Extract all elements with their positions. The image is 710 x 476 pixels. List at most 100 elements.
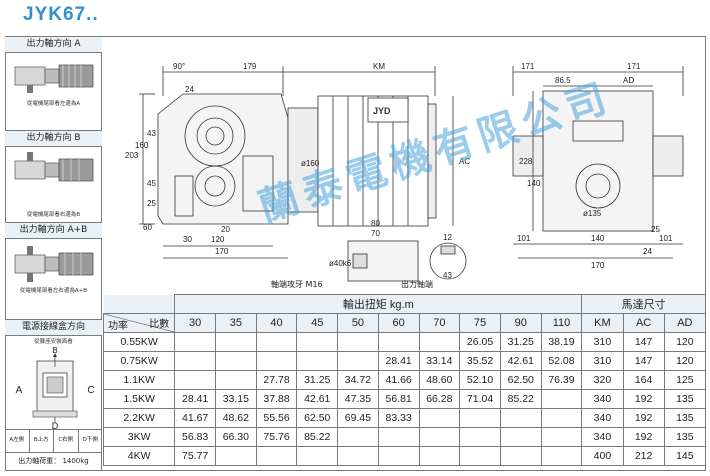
motor-thumb-ab: [14, 246, 94, 282]
dim-140-v: 140: [527, 179, 541, 188]
torque-cell: 27.78: [255, 370, 298, 390]
torque-cell: 56.83: [174, 427, 216, 447]
size-cell: 135: [663, 427, 707, 447]
torque-cell: 62.50: [296, 408, 339, 428]
dim-120: 120: [211, 235, 225, 244]
dim-12: 12: [443, 233, 452, 242]
torque-cell: [214, 351, 257, 371]
torque-cell: [540, 408, 583, 428]
power-label: 功率: [108, 321, 128, 332]
torque-cell: [459, 427, 501, 447]
dim-170-front: 170: [591, 261, 605, 270]
box-label-d: D: [52, 421, 59, 429]
power-cell: 0.75KW: [102, 351, 176, 371]
size-cell: 340: [581, 427, 624, 447]
ratio-power-cell: 比數 功率: [102, 313, 176, 333]
motor-badge: JYD: [373, 106, 391, 116]
power-cell: 2.2KW: [102, 408, 176, 428]
box-label-a: A: [16, 385, 23, 396]
torque-cell: [540, 389, 583, 409]
torque-cell: 66.28: [418, 389, 461, 409]
dim-ad: AD: [623, 76, 634, 85]
torque-cell: [459, 408, 501, 428]
ratio-col-35: 35: [214, 313, 257, 333]
side-caption-b: 從電機尾部看右邊為B: [26, 212, 81, 218]
torque-cell: [214, 446, 257, 466]
torque-cell: [540, 446, 583, 466]
torque-cell: [499, 446, 542, 466]
torque-cell: [337, 351, 379, 371]
size-cell: 192: [622, 408, 665, 428]
torque-cell: 26.05: [459, 332, 501, 352]
side-header-a: 出力軸方向 A: [5, 36, 102, 53]
box-label-c: C: [87, 385, 94, 396]
ratio-col-50: 50: [337, 313, 379, 333]
size-cell: 340: [581, 408, 624, 428]
ratio-label: 比數: [149, 319, 170, 330]
torque-cell: 47.35: [337, 389, 379, 409]
torque-cell: 37.88: [255, 389, 298, 409]
ratio-col-60: 60: [377, 313, 420, 333]
size-col-km: KM: [581, 313, 624, 333]
dim-228: 228: [519, 157, 533, 166]
size-cell: 120: [663, 332, 707, 352]
dim-101-left: 101: [517, 234, 531, 243]
dim-ac: AC: [459, 157, 470, 166]
dim-80: 80: [371, 219, 380, 228]
torque-cell: 31.25: [499, 332, 542, 352]
weight-label: 出力軸荷重： 1400kg: [5, 452, 102, 470]
torque-cell: [255, 332, 298, 352]
torque-header: 輸出扭矩 kg.m: [174, 294, 583, 314]
torque-cell: [255, 446, 298, 466]
torque-cell: 85.22: [499, 389, 542, 409]
corner-blank: [103, 294, 176, 314]
dim-179: 179: [243, 62, 257, 71]
legend-c: C右側: [54, 430, 79, 452]
size-cell: 164: [622, 370, 665, 390]
size-cell: 145: [663, 446, 707, 466]
torque-cell: 75.76: [255, 427, 298, 447]
torque-cell: 76.39: [540, 370, 583, 390]
ratio-col-45: 45: [296, 313, 339, 333]
direction-legend: A左側 B上方 C右側 D下側: [5, 429, 102, 452]
torque-cell: [499, 427, 542, 447]
dim-45: 45: [147, 179, 156, 188]
torque-cell: 69.45: [337, 408, 379, 428]
power-cell: 4KW: [102, 446, 176, 466]
torque-cell: 62.50: [499, 370, 542, 390]
side-header-box: 電源接線盒方向: [5, 319, 102, 336]
torque-cell: 41.67: [174, 408, 216, 428]
torque-cell: 85.22: [296, 427, 339, 447]
size-cell: 192: [622, 389, 665, 409]
torque-cell: [296, 351, 339, 371]
label-tap: 軸端攻牙 M16: [271, 279, 323, 289]
dim-d40k6: ø40k6: [329, 259, 352, 268]
power-cell: 0.55KW: [102, 332, 176, 352]
ratio-col-75: 75: [459, 313, 501, 333]
legend-b: B上方: [30, 430, 54, 452]
size-cell: 125: [663, 370, 707, 390]
torque-cell: 38.19: [540, 332, 583, 352]
torque-cell: 48.60: [418, 370, 461, 390]
dim-km: KM: [373, 62, 385, 71]
dim-25-front: 25: [651, 225, 660, 234]
side-caption-ab: 從電機尾部看左右邊為A+B: [19, 288, 88, 294]
dim-171-left: 171: [521, 62, 535, 71]
power-cell: 1.1KW: [102, 370, 176, 390]
dim-203: 203: [125, 151, 139, 160]
dim-d135: ø135: [583, 209, 602, 218]
side-caption-a: 從電機尾部看左邊為A: [26, 101, 81, 107]
dim-171-right: 171: [627, 62, 641, 71]
size-cell: 400: [581, 446, 624, 466]
size-cell: 340: [581, 389, 624, 409]
dim-60: 60: [143, 223, 152, 232]
dim-43: 43: [147, 129, 156, 138]
